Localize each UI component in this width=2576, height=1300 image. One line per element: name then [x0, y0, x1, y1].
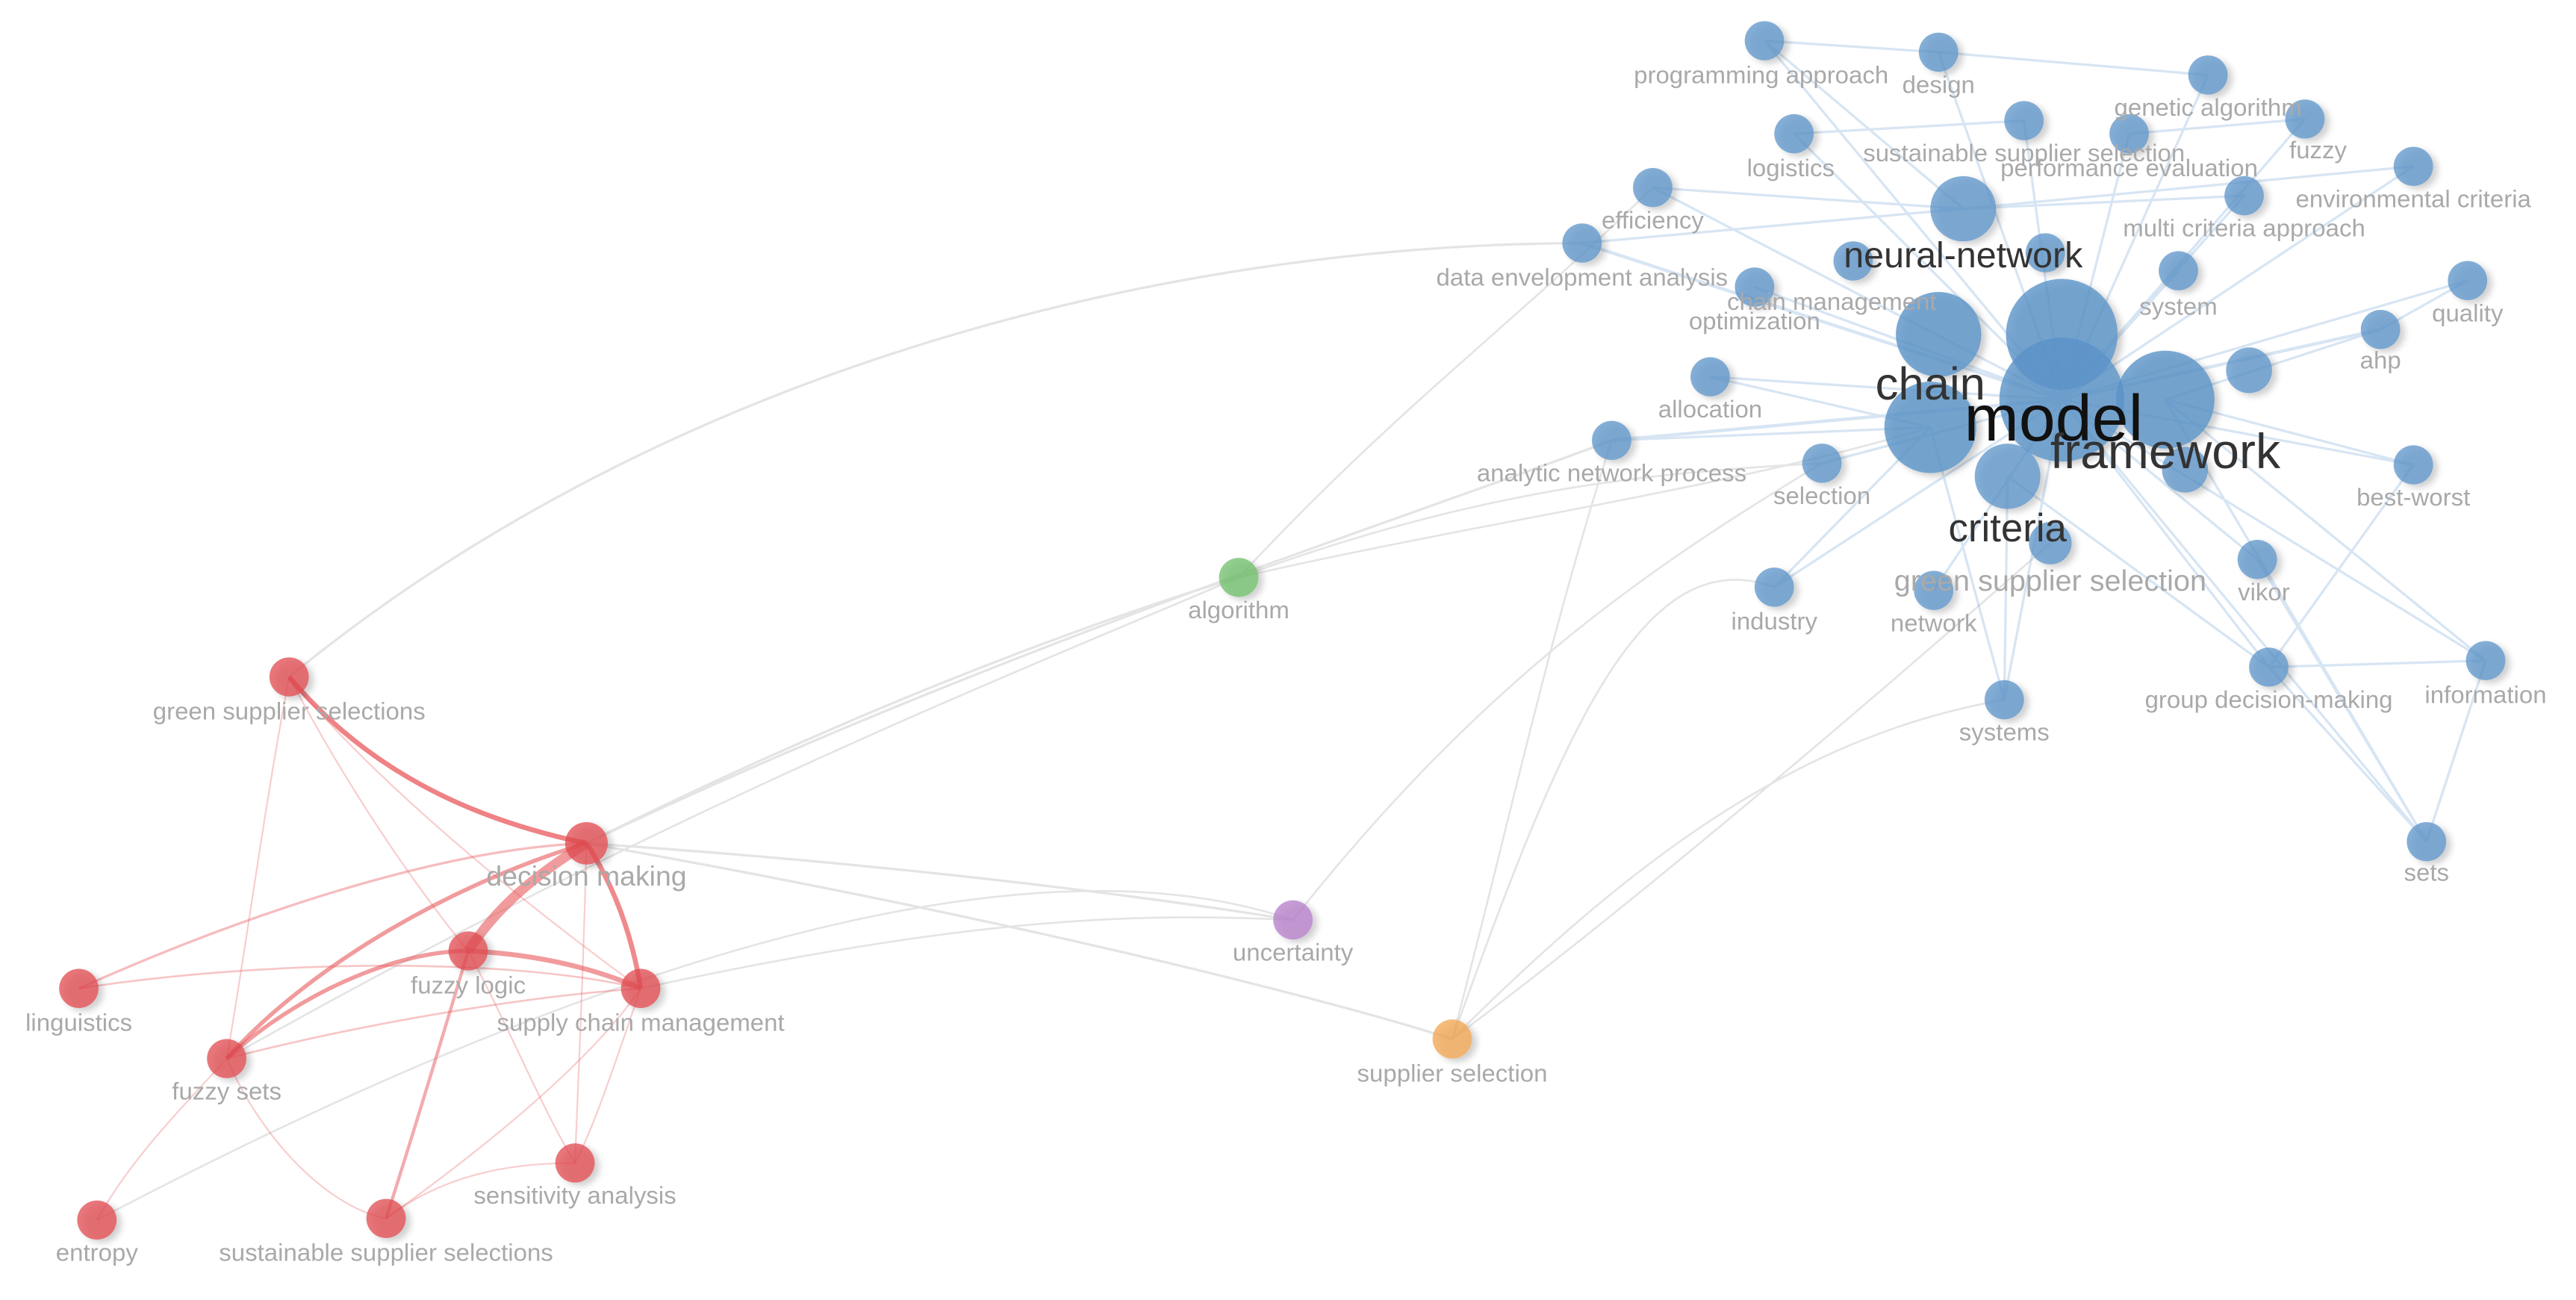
nodes-layer — [59, 21, 2506, 1240]
node-chain[interactable] — [1884, 382, 1976, 473]
label-neural-network: neural-network — [1844, 235, 2083, 276]
label-decision-making: decision making — [486, 860, 686, 892]
node-n-chain-small[interactable] — [1833, 241, 1873, 281]
label-green-supplier-selections: green supplier selections — [153, 697, 426, 724]
node-chain-management[interactable] — [1735, 267, 1775, 307]
label-best-worst: best-worst — [2356, 483, 2470, 511]
label-quality: quality — [2432, 299, 2504, 326]
node-fuzzy-sets[interactable] — [207, 1039, 247, 1078]
node-sustainable-supplier-selections[interactable] — [366, 1198, 406, 1238]
node-programming-approach[interactable] — [1744, 21, 1785, 60]
node-group-decision-making[interactable] — [2249, 647, 2289, 687]
label-system: system — [2139, 293, 2217, 320]
label-linguistics: linguistics — [25, 1009, 132, 1036]
node-algorithm[interactable] — [1219, 558, 1259, 597]
label-optimization: optimization — [1689, 307, 1820, 335]
node-n-right-mid[interactable] — [2226, 347, 2272, 394]
node-n-neural-small[interactable] — [2025, 233, 2065, 273]
node-supply-chain-management[interactable] — [620, 968, 661, 1008]
blue-cluster-edges — [1581, 39, 2487, 843]
label-performance-evaluation: performance evaluation — [2000, 154, 2258, 181]
label-sustainable-supplier-selections: sustainable supplier selections — [219, 1239, 553, 1266]
inter-cluster-edges — [96, 187, 2051, 1222]
label-fuzzy-logic: fuzzy logic — [411, 971, 526, 998]
label-uncertainty: uncertainty — [1233, 939, 1354, 966]
label-criteria: criteria — [1948, 506, 2067, 550]
label-allocation: allocation — [1658, 395, 1762, 423]
label-framework: framework — [2050, 423, 2280, 479]
label-green-supplier-selection: green supplier selection — [1894, 565, 2206, 597]
label-algorithm: algorithm — [1188, 596, 1289, 623]
node-network[interactable] — [1914, 570, 1954, 610]
label-analytic-network-process: analytic network process — [1477, 459, 1746, 487]
node-system[interactable] — [2159, 251, 2198, 290]
label-fuzzy-sets: fuzzy sets — [172, 1077, 281, 1104]
label-entropy: entropy — [56, 1239, 139, 1266]
node-design[interactable] — [1918, 32, 1959, 72]
label-sustainable-supplier-selection: sustainable supplier selection — [1863, 139, 2185, 167]
label-systems: systems — [1959, 718, 2050, 746]
node-environmental-criteria[interactable] — [2393, 146, 2433, 187]
label-fuzzy: fuzzy — [2289, 136, 2348, 164]
node-sustainable-supplier-selection[interactable] — [2004, 101, 2044, 140]
node-quality[interactable] — [2448, 261, 2488, 300]
node-performance-evaluation[interactable] — [2109, 113, 2149, 154]
label-supplier-selection: supplier selection — [1357, 1059, 1548, 1086]
label-vikor: vikor — [2238, 578, 2290, 606]
node-vikor[interactable] — [2237, 540, 2277, 579]
node-neural-network[interactable] — [1930, 175, 1997, 242]
node-entropy[interactable] — [77, 1200, 117, 1240]
label-network: network — [1891, 609, 1977, 636]
label-data-envelopment-analysis: data envelopment analysis — [1437, 263, 1729, 290]
node-multi-criteria-approach[interactable] — [2224, 175, 2264, 216]
node-industry[interactable] — [1754, 567, 1794, 607]
node-supplier-selection[interactable] — [1432, 1019, 1472, 1059]
node-data-envelopment-analysis[interactable] — [1562, 223, 1602, 263]
node-logistics[interactable] — [1774, 113, 1814, 154]
label-model: model — [1964, 382, 2143, 455]
node-ahp[interactable] — [2360, 310, 2401, 349]
label-sensitivity-analysis: sensitivity analysis — [473, 1181, 676, 1209]
node-information[interactable] — [2465, 641, 2506, 680]
label-genetic-algorithm: genetic algorithm — [2115, 93, 2302, 121]
node-n-framework-small[interactable] — [2162, 447, 2209, 493]
node-green-supplier-selections[interactable] — [269, 657, 309, 697]
node-allocation[interactable] — [1690, 357, 1730, 396]
label-industry: industry — [1732, 607, 1818, 635]
label-design: design — [1903, 71, 1975, 99]
label-chain: chain — [1876, 358, 1985, 410]
label-logistics: logistics — [1747, 154, 1835, 181]
red-cluster-edges — [78, 675, 644, 1221]
node-chain-left[interactable] — [1896, 292, 1982, 377]
node-criteria[interactable] — [1974, 444, 2041, 509]
label-supply-chain-management: supply chain management — [497, 1009, 785, 1036]
label-multi-criteria-approach: multi criteria approach — [2123, 214, 2365, 242]
label-efficiency: efficiency — [1602, 206, 1704, 234]
label-information: information — [2424, 681, 2546, 709]
label-environmental-criteria: environmental criteria — [2295, 185, 2531, 213]
node-genetic-algorithm[interactable] — [2188, 55, 2228, 95]
node-chain-center[interactable] — [2006, 279, 2118, 391]
label-chain-management: chain management — [1727, 287, 1937, 315]
label-selection: selection — [1773, 482, 1870, 509]
node-green-supplier-selection[interactable] — [2029, 522, 2072, 565]
node-selection[interactable] — [1802, 444, 1842, 483]
node-best-worst[interactable] — [2393, 445, 2433, 485]
node-fuzzy-logic[interactable] — [448, 931, 488, 971]
label-sets: sets — [2404, 859, 2450, 886]
node-systems[interactable] — [1984, 679, 2024, 720]
node-framework[interactable] — [2115, 350, 2215, 449]
node-uncertainty[interactable] — [1273, 900, 1313, 940]
node-decision-making[interactable] — [564, 821, 609, 865]
label-programming-approach: programming approach — [1634, 61, 1888, 89]
node-linguistics[interactable] — [59, 968, 99, 1008]
node-fuzzy[interactable] — [2285, 99, 2325, 139]
node-analytic-network-process[interactable] — [1592, 420, 1631, 461]
node-efficiency[interactable] — [1633, 167, 1673, 208]
label-group-decision-making: group decision-making — [2145, 685, 2393, 713]
node-sets[interactable] — [2407, 821, 2447, 862]
label-ahp: ahp — [2360, 346, 2401, 374]
node-sensitivity-analysis[interactable] — [555, 1143, 595, 1183]
